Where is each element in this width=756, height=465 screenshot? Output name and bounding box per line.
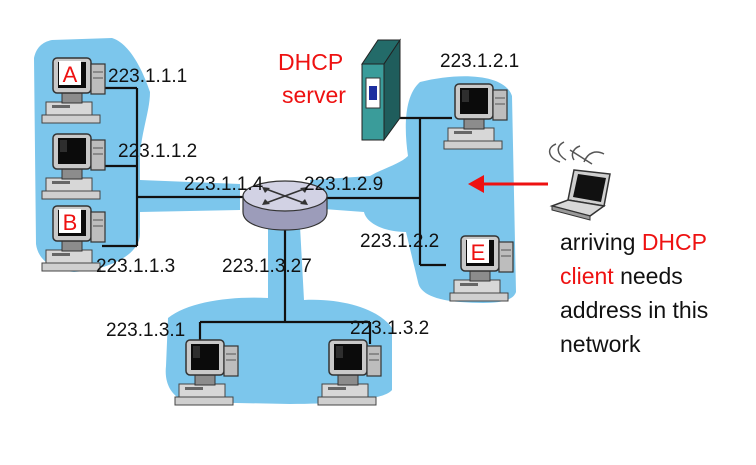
ip-label-223-1-1-2: 223.1.1.2 [118,141,197,162]
dhcp-server-label-line1: DHCP [278,49,343,75]
host-b[interactable]: B [41,205,106,272]
router-icon [242,180,328,231]
ip-label-223-1-1-4: 223.1.1.4 [184,174,264,195]
client-caption-line3: address in this [560,297,708,323]
ip-label-223-1-3-2: 223.1.3.2 [350,318,429,339]
ip-label-223-1-1-1: 223.1.1.1 [108,66,187,87]
wireless-signal-icon [548,141,605,165]
laptop-icon [549,169,611,221]
client-caption-line4: network [560,331,641,357]
caption-needs: needs [614,263,683,289]
ip-label-223-1-2-2: 223.1.2.2 [360,231,439,252]
network-links [102,86,452,344]
client-caption-line1: arriving DHCP [560,229,707,255]
client-caption-line2: client needs [560,263,683,289]
dhcp-server[interactable] [361,38,401,142]
arriving-laptop[interactable] [548,141,611,221]
server-tower-icon [361,38,401,142]
dhcp-server-label-line2: server [282,82,346,108]
caption-dhcp: DHCP [642,229,707,255]
ip-label-223-1-1-3: 223.1.1.3 [96,256,175,277]
host-e[interactable]: E [449,235,514,302]
ip-label-223-1-3-27: 223.1.3.27 [222,256,312,277]
host-a-letter: A [63,62,78,87]
router[interactable] [242,180,328,231]
ip-label-223-1-2-1: 223.1.2.1 [440,51,519,72]
arrow-left-icon [468,175,548,193]
host-a[interactable]: A [41,57,106,124]
caption-arriving: arriving [560,229,642,255]
host-b-letter: B [63,210,78,235]
caption-client: client [560,263,614,289]
ip-label-223-1-3-1: 223.1.3.1 [106,320,185,341]
ip-label-223-1-2-9: 223.1.2.9 [304,174,383,195]
host-e-letter: E [471,240,486,265]
